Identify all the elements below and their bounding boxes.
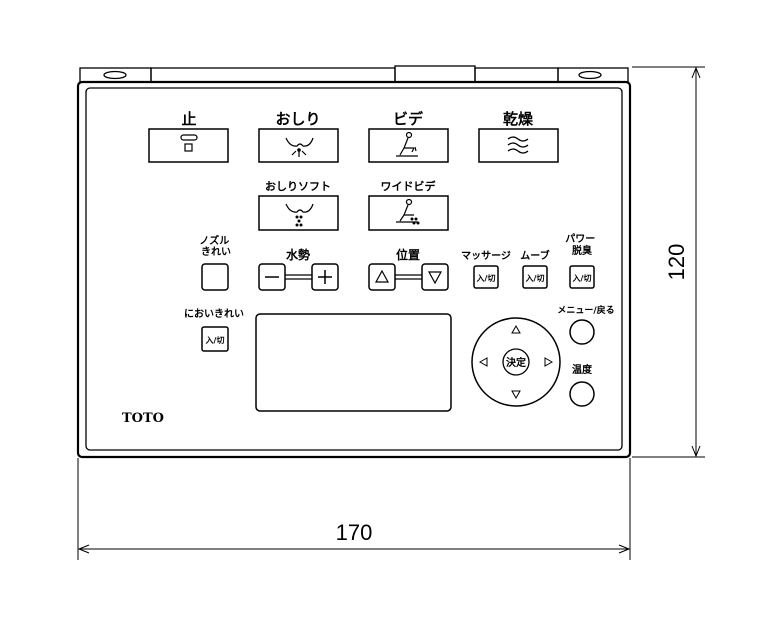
position-label: 位置	[396, 247, 420, 262]
odor-clean-on-off-text: 入/切	[205, 335, 225, 345]
water-pressure-control	[258, 263, 339, 291]
oshiri-spray-icon	[285, 137, 314, 157]
brand-logo: TOTO	[122, 411, 164, 426]
screw-hole-left	[103, 70, 127, 80]
nozzle-clean-label-line2: きれい	[201, 246, 231, 258]
temperature-label: 温度	[572, 363, 593, 376]
top-edge-tabs	[79, 65, 629, 83]
dry-waves-icon	[507, 136, 529, 154]
width-dimension-value: 170	[336, 520, 373, 545]
move-button[interactable]: 入/切	[522, 265, 548, 289]
oshiri-soft-label: おしりソフト	[265, 180, 331, 193]
stop-label: 止	[181, 110, 196, 128]
menu-back-label: メニュー/戻る	[557, 304, 614, 316]
massage-button[interactable]: 入/切	[473, 265, 499, 289]
oshiri-button[interactable]	[258, 128, 339, 163]
bidet-button[interactable]	[368, 128, 449, 163]
odor-clean-button[interactable]: 入/切	[201, 326, 229, 352]
top-tab-mid-left	[150, 67, 396, 83]
stop-icon	[180, 134, 198, 152]
top-tab-right	[557, 67, 629, 83]
power-deodorize-label: パワー 脱臭	[565, 233, 598, 257]
odor-clean-label: においきれい	[184, 308, 244, 320]
nozzle-clean-label: ノズル きれい	[199, 234, 232, 258]
triangle-down-icon	[427, 271, 443, 285]
wide-bidet-icon	[396, 198, 420, 225]
power-deodorize-label-line2: 脱臭	[572, 244, 592, 257]
top-tab-center	[394, 65, 476, 83]
oshiri-soft-button[interactable]	[258, 195, 339, 231]
triangle-up-icon	[374, 269, 390, 283]
water-pressure-plus-button[interactable]	[311, 263, 339, 291]
top-tab-left	[79, 67, 152, 83]
position-control	[368, 263, 449, 291]
menu-back-button[interactable]	[569, 319, 595, 345]
wide-bidet-label: ワイドビデ	[381, 179, 437, 193]
stop-button[interactable]	[148, 128, 229, 163]
dpad-right-icon[interactable]	[544, 357, 554, 367]
temperature-button[interactable]	[569, 381, 595, 407]
oshiri-label: おしり	[275, 110, 320, 128]
top-tab-mid-right	[474, 67, 559, 83]
lcd-display	[255, 313, 452, 412]
water-pressure-label: 水勢	[286, 247, 310, 262]
position-up-button[interactable]	[368, 263, 396, 291]
dpad-down-icon[interactable]	[511, 390, 521, 400]
position-down-button[interactable]	[421, 263, 449, 291]
direction-pad[interactable]: 決定	[471, 317, 561, 407]
dimension-annotations	[77, 66, 705, 560]
power-deodorize-label-line1: パワー	[565, 233, 595, 245]
bidet-icon	[396, 131, 418, 157]
enter-label: 決定	[506, 356, 526, 369]
enter-button[interactable]	[502, 348, 530, 376]
move-label: ムーブ	[520, 249, 549, 262]
water-pressure-minus-button[interactable]	[258, 263, 286, 291]
dry-label: 乾燥	[503, 110, 534, 128]
power-deodorize-button[interactable]: 入/切	[569, 265, 595, 289]
massage-label: マッサージ	[461, 250, 511, 262]
screw-hole-right	[578, 70, 602, 80]
nozzle-clean-button[interactable]	[201, 263, 229, 291]
bidet-label: ビデ	[393, 110, 424, 128]
move-on-off-text: 入/切	[525, 273, 545, 283]
plus-icon	[318, 270, 332, 284]
height-dimension-value: 120	[664, 244, 689, 281]
dpad-up-icon[interactable]	[511, 324, 521, 334]
power-deodorize-on-off-text: 入/切	[572, 273, 592, 283]
oshiri-soft-icon	[285, 203, 314, 227]
wide-bidet-button[interactable]	[368, 195, 449, 231]
dpad-left-icon[interactable]	[478, 357, 488, 367]
massage-on-off-text: 入/切	[476, 273, 496, 283]
nozzle-clean-label-line1: ノズル	[199, 234, 229, 247]
dry-button[interactable]	[478, 128, 559, 163]
